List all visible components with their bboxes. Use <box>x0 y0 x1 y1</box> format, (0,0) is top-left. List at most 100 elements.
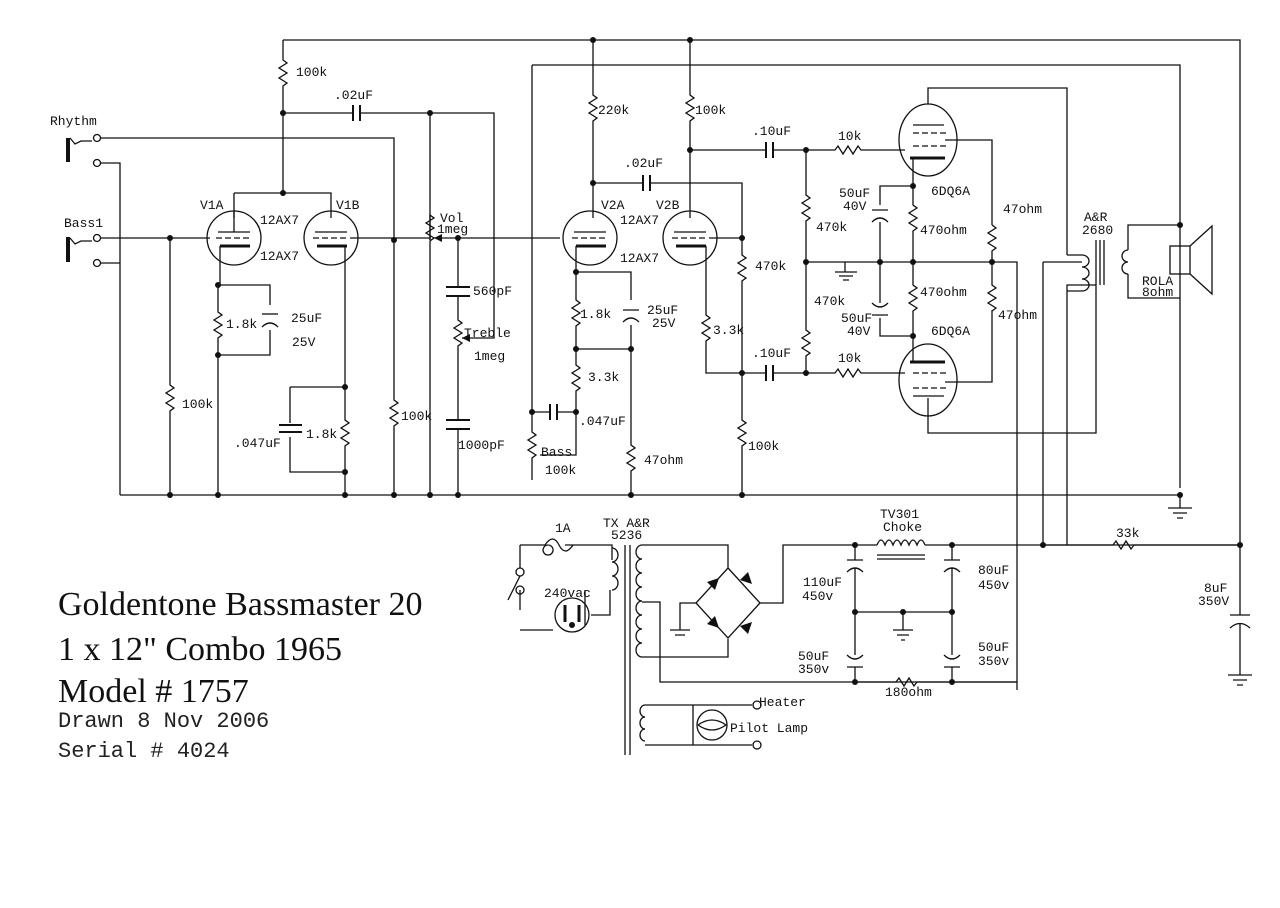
label-c-cathode-v1a: 25uF <box>291 311 322 326</box>
mains-plug-icon <box>554 597 590 633</box>
label-c3-voltage: 350v <box>798 662 829 677</box>
label-r-grid-v1: 100k <box>182 397 213 412</box>
label-r-mix: 100k <box>401 409 432 424</box>
input-label-rhythm: Rhythm <box>50 114 97 129</box>
label-pilot-lamp: Pilot Lamp <box>730 721 808 736</box>
title-line-2: 1 x 12" Combo 1965 <box>58 631 342 668</box>
capacitor-c-out-top <box>765 142 774 158</box>
tube-power-top <box>898 87 1068 255</box>
label-c-v2-coupling: .02uF <box>624 156 663 171</box>
label-v1a: V1A <box>200 198 224 213</box>
bass-pot <box>526 412 538 480</box>
resistor-r-cath-power <box>879 158 919 362</box>
capacitor-c-v2-coupling <box>642 175 651 191</box>
label-r-screen-bottom: 47ohm <box>998 308 1037 323</box>
label-bass: Bass <box>541 445 572 460</box>
label-speaker-impedance: 8ohm <box>1142 285 1173 300</box>
resistor-r-plate-v1 <box>277 59 289 193</box>
label-r-cathode-v2a: 1.8k <box>580 307 611 322</box>
fuse-icon <box>542 538 574 556</box>
label-c-tone-bottom: 1000pF <box>458 438 505 453</box>
label-treble-value: 1meg <box>474 349 505 364</box>
resistor-r-mix <box>388 240 400 495</box>
capacitor-c-coupling-v1 <box>352 105 361 121</box>
capacitor-c-bass <box>549 404 558 420</box>
bplus-rail-top <box>283 39 1241 545</box>
treble-pot <box>452 238 464 495</box>
resistor-r-cathode-v2a <box>570 271 632 412</box>
resistor-r-plate-v2a <box>587 40 599 218</box>
label-c-cath-top-voltage: 40V <box>843 199 867 214</box>
tube-v1b <box>303 210 430 387</box>
label-c-last: 8uF <box>1204 581 1227 596</box>
tube-power-bottom <box>898 285 1097 434</box>
label-bass-value: 100k <box>545 463 576 478</box>
label-c-out-top: .10uF <box>752 124 791 139</box>
ground-symbol-bias <box>835 262 857 281</box>
label-r-cathode-v1a: 1.8k <box>226 317 257 332</box>
label-r-plate-v2a: 220k <box>598 103 629 118</box>
resistor-r-v2b-grid <box>709 237 806 495</box>
capacitor-c-out-bottom <box>765 365 774 381</box>
serial-number: Serial # 4024 <box>58 739 230 764</box>
resistor-r-plate-v2b <box>684 40 696 218</box>
label-c-treble: 560pF <box>473 284 512 299</box>
label-c-cath-bottom: 50uF <box>841 311 872 326</box>
label-c-out-bottom: .10uF <box>752 346 791 361</box>
label-v2a: V2A <box>601 198 625 213</box>
resistor-r-screen <box>986 224 998 312</box>
label-v2-type-top: 12AX7 <box>620 213 659 228</box>
label-vol-value: 1meg <box>437 222 468 237</box>
capacitor-c-treble <box>446 286 470 297</box>
label-mains: 240vac <box>544 586 591 601</box>
label-heater: Heater <box>759 695 806 710</box>
resistor-r-cathode-v1a <box>212 284 271 495</box>
power-transformer <box>611 544 1017 755</box>
label-c-cathode-v1b: .047uF <box>234 436 281 451</box>
ground-symbol-main <box>1168 495 1192 519</box>
bass1-jack <box>66 233 210 268</box>
label-pt-name: TX A&R <box>603 516 650 531</box>
input-label-bass1: Bass1 <box>64 216 103 231</box>
label-r-plate-v1: 100k <box>296 65 327 80</box>
rhythm-jack <box>66 133 395 495</box>
resistor-r-grid-leak <box>800 150 812 373</box>
title-line-1: Goldentone Bassmaster 20 <box>58 586 423 623</box>
label-pt-model: 5236 <box>611 528 642 543</box>
label-c-cath-top: 50uF <box>839 186 870 201</box>
label-c-cathode-v1a-voltage: 25V <box>292 335 316 350</box>
label-r-tail: 3.3k <box>588 370 619 385</box>
pilot-lamp-icon <box>696 709 728 741</box>
resistor-r-cathode-v1b <box>289 386 351 473</box>
label-r-cath-top: 470ohm <box>920 223 967 238</box>
resistor-r-47ohm <box>625 349 637 495</box>
label-c-cathode-v2a-voltage: 25V <box>652 316 676 331</box>
choke-icon <box>876 539 926 560</box>
label-r-grid-leak-bottom: 470k <box>814 294 845 309</box>
label-c-coupling-v1: .02uF <box>334 88 373 103</box>
tube-v2a <box>562 210 618 272</box>
label-choke-model: TV301 <box>880 507 919 522</box>
rectifier-bridge <box>670 544 855 639</box>
volume-pot <box>424 213 436 495</box>
label-choke: Choke <box>883 520 922 535</box>
label-vol: Vol <box>440 211 464 226</box>
label-c1: 110uF <box>803 575 842 590</box>
label-r-grid-stop-top: 10k <box>838 129 862 144</box>
label-c2: 80uF <box>978 563 1009 578</box>
tube-v1a <box>206 210 262 285</box>
label-c4-voltage: 350v <box>978 654 1009 669</box>
capacitor-c-cathode-v1b <box>279 424 302 433</box>
resistor-r-grid-stop-bottom <box>806 367 905 379</box>
label-r-47ohm: 47ohm <box>644 453 683 468</box>
label-c-last-voltage: 350V <box>1198 594 1229 609</box>
label-v2b: V2B <box>656 198 680 213</box>
switch-icon <box>515 567 525 577</box>
label-r-cath-bottom: 470ohm <box>920 285 967 300</box>
resistor-r-grid-stop-top <box>806 144 905 156</box>
capacitor-c-tone-bottom <box>446 419 470 430</box>
label-r-grid-stop-bottom: 10k <box>838 351 862 366</box>
capacitor-c-last <box>1228 545 1252 686</box>
mains-wiring <box>519 544 613 631</box>
